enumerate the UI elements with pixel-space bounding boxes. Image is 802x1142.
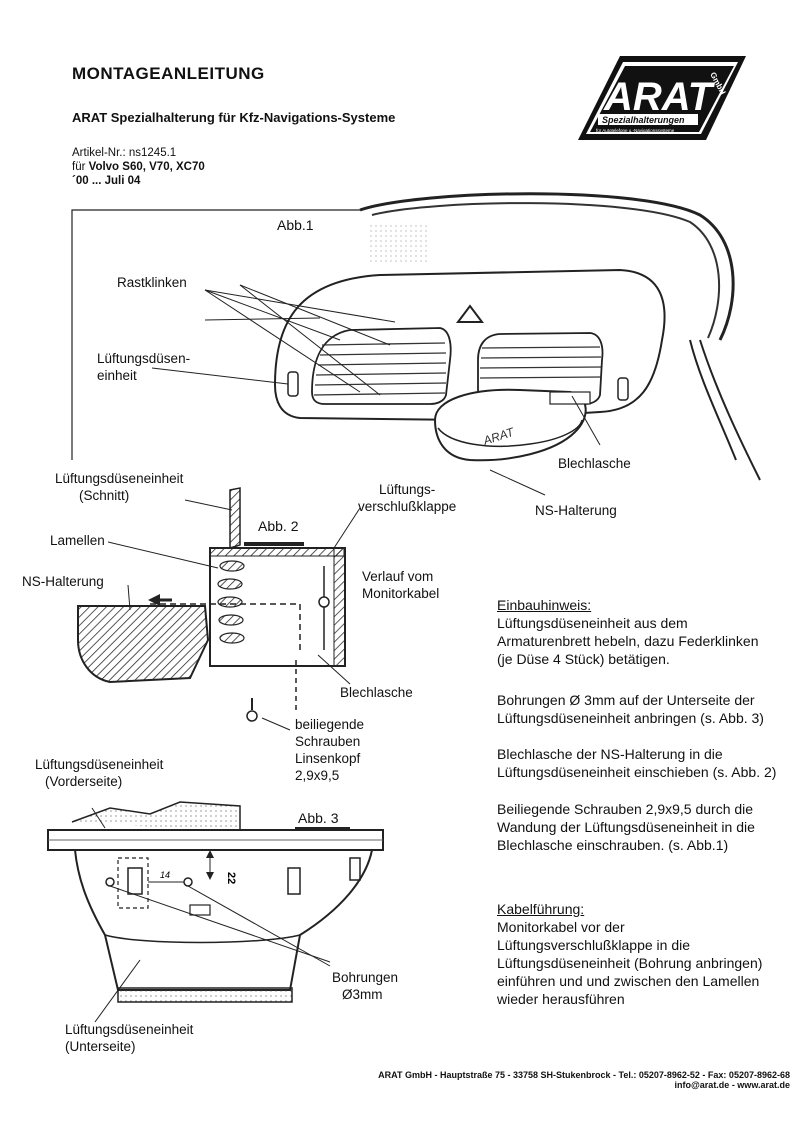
label-lueftungsduesen-einheit: Lüftungsdüsen- einheit xyxy=(97,350,190,384)
dashboard-arc xyxy=(359,192,735,341)
logo-brand: ARAT xyxy=(603,75,716,119)
label-rastklinken: Rastklinken xyxy=(117,275,187,290)
page-title: MONTAGEANLEITUNG xyxy=(72,64,265,83)
label-schrauben-line3: Linsenkopf xyxy=(295,751,361,766)
article-info: Artikel-Nr.: ns1245.1 für Volvo S60, V70… xyxy=(72,146,205,188)
vehicle-models: Volvo S60, V70, XC70 xyxy=(88,161,205,173)
figure2-label: Abb. 2 xyxy=(258,518,299,534)
label-schrauben-line1: beiliegende xyxy=(295,717,365,732)
instructions-schrauben: Beiliegende Schrauben 2,9x9,5 durch die … xyxy=(497,801,755,853)
label-schnitt-line2: (Schnitt) xyxy=(79,488,130,503)
instructions-blechlasche: Blechlasche der NS-Halterung in die Lüft… xyxy=(497,746,777,780)
label-klappe-line1: Lüftungs- xyxy=(379,482,436,497)
article-number: Artikel-Nr.: ns1245.1 xyxy=(72,147,177,159)
label-vorderseite-line1: Lüftungsdüseneinheit xyxy=(35,757,164,772)
label-lamellen: Lamellen xyxy=(50,533,105,548)
kabel-text: Monitorkabel vor der Lüftungsverschlußkl… xyxy=(497,919,763,1007)
einbau-text: Lüftungsdüseneinheit aus dem Armaturenbr… xyxy=(497,615,759,667)
label-verlauf-line2: Monitorkabel xyxy=(362,586,440,601)
label-schrauben: beiliegende Schrauben Linsenkopf 2,9x9,5 xyxy=(295,716,364,784)
label-bohrungen: Bohrungen Ø3mm xyxy=(332,969,398,1003)
label-verlauf-line1: Verlauf vom xyxy=(362,569,434,584)
footer: ARAT GmbH - Hauptstraße 75 - 33758 SH-St… xyxy=(378,1070,790,1090)
figure1-frame xyxy=(71,209,360,460)
label-verlauf: Verlauf vom Monitorkabel xyxy=(362,568,439,602)
figure3-label: Abb. 3 xyxy=(298,810,339,826)
label-blechlasche-fig1: Blechlasche xyxy=(558,456,631,471)
arat-logo-graphic: ARAT GmbH Spezialhalterungen für Autotel… xyxy=(578,56,746,140)
footer-contact: info@arat.de - www.arat.de xyxy=(674,1080,790,1090)
label-schrauben-line2: Schrauben xyxy=(295,734,361,749)
instructions-bohrungen: Bohrungen Ø 3mm auf der Unterseite der L… xyxy=(497,692,764,726)
label-blechlasche-fig2: Blechlasche xyxy=(340,685,413,700)
dimension-22: 22 xyxy=(225,872,237,884)
label-schnitt: Lüftungsdüseneinheit (Schnitt) xyxy=(55,470,183,504)
label-lueftung-line1: Lüftungsdüsen- xyxy=(97,351,191,366)
model-years: ´00 ... Juli 04 xyxy=(72,175,141,187)
label-unterseite: Lüftungsdüseneinheit (Unterseite) xyxy=(65,1021,193,1055)
hazard-button xyxy=(456,304,484,323)
label-klappe-line2: verschlußklappe xyxy=(358,499,457,514)
label-ns-halterung-fig1: NS-Halterung xyxy=(535,503,617,518)
vent-panel xyxy=(273,268,666,422)
figure1-drawing: ARAT xyxy=(71,192,761,496)
label-verschlussklappe: Lüftungs- verschlußklappe xyxy=(358,481,456,515)
label-bohrungen-line2: Ø3mm xyxy=(342,987,383,1002)
label-ns-halterung-fig2: NS-Halterung xyxy=(22,574,104,589)
ns-holder-section xyxy=(77,605,210,684)
einbau-heading: Einbauhinweis: xyxy=(497,597,592,613)
screw-icon xyxy=(246,698,258,722)
page-subtitle: ARAT Spezialhalterung für Kfz-Navigation… xyxy=(72,110,396,125)
cable-route xyxy=(150,603,301,650)
instructions-installation: Einbauhinweis: Lüftungsdüseneinheit aus … xyxy=(497,596,797,668)
figure3-drawing: 22 14 xyxy=(47,801,384,1023)
logo-tagline-small: für Autotelefone u.-Navigationssysteme xyxy=(596,128,675,133)
figure2-drawing xyxy=(77,487,361,731)
logo-tagline: Spezialhalterungen xyxy=(602,115,685,125)
instructions-kabel: Kabelführung: Monitorkabel vor der Lüftu… xyxy=(497,900,797,1008)
figure1-label: Abb.1 xyxy=(277,217,314,233)
drill-hole-left xyxy=(105,877,115,887)
label-schrauben-line4: 2,9x9,5 xyxy=(295,768,340,783)
vehicle-line: für Volvo S60, V70, XC70 xyxy=(72,160,205,174)
label-unterseite-line2: (Unterseite) xyxy=(65,1039,136,1054)
dimension-14: 14 xyxy=(160,870,170,880)
arat-logo: ARAT GmbH Spezialhalterungen für Autotel… xyxy=(560,52,748,144)
label-unterseite-line1: Lüftungsdüseneinheit xyxy=(65,1022,194,1037)
vent-bottom xyxy=(73,849,374,991)
ns-holder-figure1 xyxy=(433,388,587,462)
label-lueftung-line2: einheit xyxy=(97,368,137,383)
kabel-heading: Kabelführung: xyxy=(497,901,585,917)
footer-address: ARAT GmbH - Hauptstraße 75 - 33758 SH-St… xyxy=(378,1070,790,1080)
label-schnitt-line1: Lüftungsdüseneinheit xyxy=(55,471,184,486)
label-vorderseite: Lüftungsdüseneinheit (Vorderseite) xyxy=(35,756,163,790)
label-vorderseite-line2: (Vorderseite) xyxy=(45,774,123,789)
label-bohrungen-line1: Bohrungen xyxy=(332,970,399,985)
drill-hole-right xyxy=(183,877,193,887)
vehicle-prefix: für xyxy=(72,161,89,173)
